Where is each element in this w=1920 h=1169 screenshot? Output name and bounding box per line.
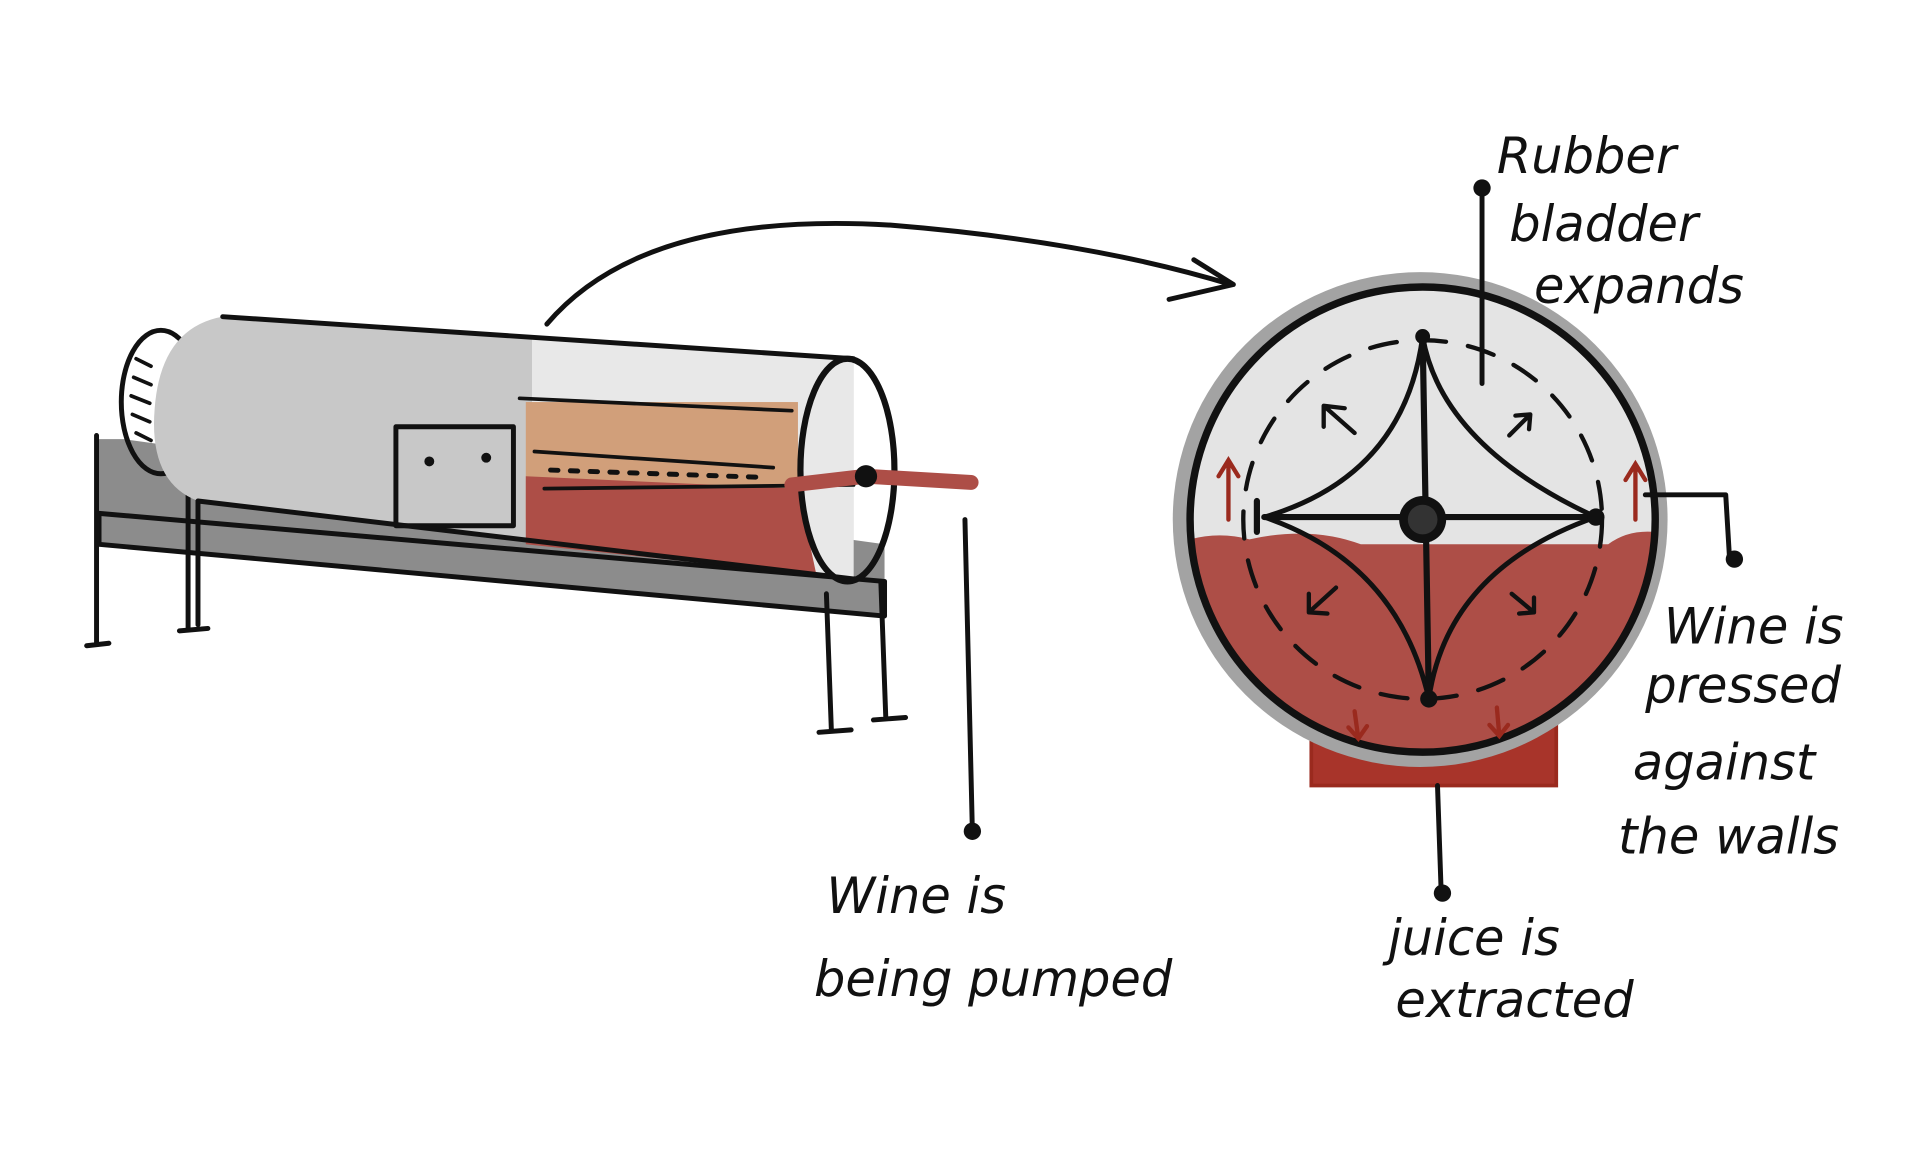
label-line: bladder bbox=[1509, 195, 1701, 253]
label-line: against bbox=[1633, 733, 1817, 791]
label-wine-pumped: Wine is being pumped bbox=[814, 867, 1173, 1008]
drum-cutaway bbox=[517, 396, 856, 576]
label-juice-extracted: juice is extracted bbox=[1382, 909, 1634, 1029]
label-line: extracted bbox=[1395, 971, 1634, 1029]
label-line: expands bbox=[1534, 257, 1744, 315]
label-line: juice is bbox=[1382, 909, 1560, 967]
label-line: Wine is bbox=[1664, 597, 1844, 655]
label-line: pressed bbox=[1644, 657, 1841, 715]
press-door bbox=[393, 424, 516, 529]
expansion-arrows bbox=[1306, 403, 1537, 616]
wine-hose bbox=[784, 468, 979, 493]
label-line: Wine is bbox=[826, 867, 1006, 925]
press-cross-section bbox=[1172, 179, 1744, 902]
transition-arrow bbox=[544, 220, 1236, 327]
drum-open-end bbox=[797, 355, 898, 585]
label-rubber-bladder: Rubber bladder expands bbox=[1497, 127, 1744, 315]
pressure-arrows bbox=[1216, 456, 1648, 742]
label-line: being pumped bbox=[814, 950, 1173, 1008]
label-line: the walls bbox=[1618, 808, 1839, 866]
label-line: Rubber bbox=[1497, 127, 1679, 185]
label-wine-pressed: Wine is pressed against the walls bbox=[1618, 597, 1843, 865]
press-side-view bbox=[84, 314, 982, 840]
